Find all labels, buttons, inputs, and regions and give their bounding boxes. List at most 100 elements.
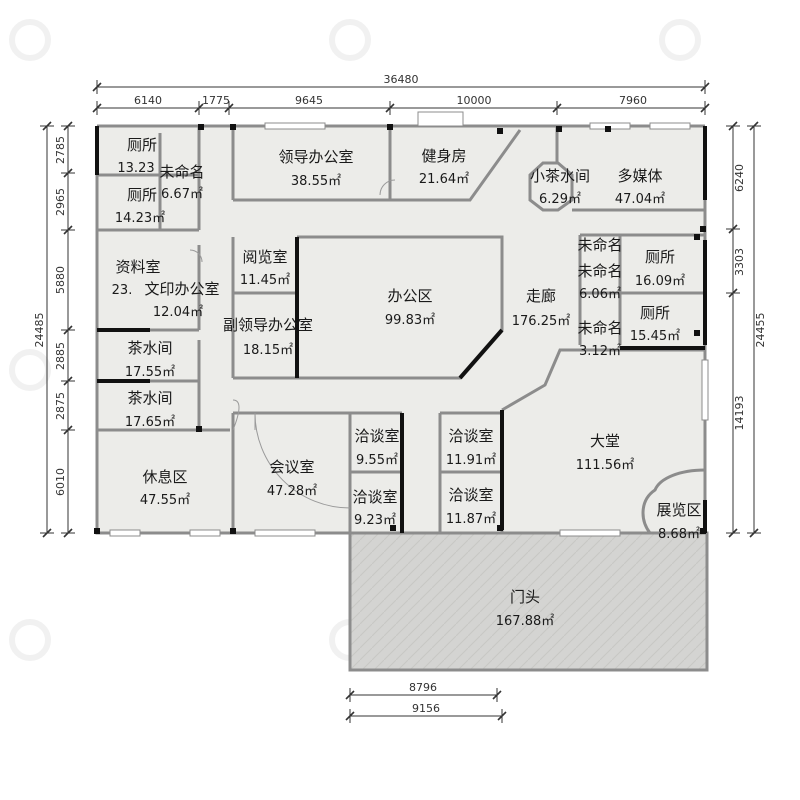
svg-text:多媒体: 多媒体 bbox=[617, 167, 662, 185]
dim-top-total: 36480 bbox=[384, 73, 419, 86]
svg-text:3.12㎡: 3.12㎡ bbox=[579, 344, 621, 359]
svg-text:洽谈室: 洽谈室 bbox=[352, 488, 397, 506]
dim-bottom-seg: 9156 bbox=[412, 702, 440, 715]
svg-text:洽谈室: 洽谈室 bbox=[448, 486, 493, 504]
room-print-office: 文印办公室 12.04㎡ bbox=[144, 280, 219, 320]
doors bbox=[189, 179, 396, 509]
room-negotiation-4: 洽谈室 11.87㎡ bbox=[446, 486, 496, 527]
svg-text:未命名: 未命名 bbox=[577, 262, 622, 280]
room-vice-leader-office: 副领导办公室 18.15㎡ bbox=[223, 316, 313, 358]
svg-text:18.15㎡: 18.15㎡ bbox=[243, 343, 293, 358]
dim-left-total: 24485 bbox=[33, 313, 46, 348]
room-reading: 阅览室 11.45㎡ bbox=[240, 248, 290, 288]
svg-text:走廊: 走廊 bbox=[526, 287, 556, 305]
svg-text:38.55㎡: 38.55㎡ bbox=[291, 174, 341, 189]
svg-text:13.23: 13.23 bbox=[117, 161, 154, 176]
svg-text:99.83㎡: 99.83㎡ bbox=[385, 313, 435, 328]
dim-right-total: 24455 bbox=[754, 313, 767, 348]
dimension-lines bbox=[40, 80, 761, 723]
svg-text:厕所: 厕所 bbox=[645, 248, 675, 266]
svg-text:9.23㎡: 9.23㎡ bbox=[354, 513, 396, 528]
room-office-area: 办公区 99.83㎡ bbox=[385, 287, 435, 328]
room-negotiation-3: 洽谈室 9.23㎡ bbox=[352, 488, 397, 528]
svg-text:11.87㎡: 11.87㎡ bbox=[446, 512, 496, 527]
svg-text:办公区: 办公区 bbox=[387, 287, 432, 305]
svg-text:门头: 门头 bbox=[510, 588, 540, 606]
dimension-texts: 36480 6140 1775 9645 10000 7960 24485 27… bbox=[33, 73, 767, 715]
svg-text:47.55㎡: 47.55㎡ bbox=[140, 493, 190, 508]
room-tea-1: 茶水间 17.55㎡ bbox=[125, 339, 175, 380]
svg-text:洽谈室: 洽谈室 bbox=[354, 427, 399, 445]
room-toilet-2: 厕所 14.23㎡ bbox=[115, 186, 165, 226]
svg-text:茶水间: 茶水间 bbox=[127, 339, 172, 357]
svg-text:文印办公室: 文印办公室 bbox=[144, 280, 219, 298]
svg-text:休息区: 休息区 bbox=[142, 468, 187, 486]
svg-text:厕所: 厕所 bbox=[640, 304, 670, 322]
svg-text:12.04㎡: 12.04㎡ bbox=[153, 305, 203, 320]
svg-text:15.45㎡: 15.45㎡ bbox=[630, 329, 680, 344]
room-toilet-4: 厕所 15.45㎡ bbox=[630, 304, 680, 344]
svg-text:未命名: 未命名 bbox=[577, 236, 622, 254]
dim-bottom-seg: 8796 bbox=[409, 681, 437, 694]
svg-text:14.23㎡: 14.23㎡ bbox=[115, 211, 165, 226]
dim-left-seg: 2785 bbox=[54, 136, 67, 164]
svg-text:17.65㎡: 17.65㎡ bbox=[125, 415, 175, 430]
svg-text:47.04㎡: 47.04㎡ bbox=[615, 192, 665, 207]
svg-text:6.06㎡: 6.06㎡ bbox=[579, 287, 621, 302]
svg-text:小茶水间: 小茶水间 bbox=[530, 167, 590, 185]
dim-left-seg: 2875 bbox=[54, 392, 67, 420]
windows bbox=[109, 111, 709, 537]
room-unnamed-2: 未命名 bbox=[577, 236, 622, 254]
svg-text:阅览室: 阅览室 bbox=[242, 248, 287, 266]
room-toilet-1: 厕所 13.23 bbox=[117, 136, 157, 176]
svg-text:176.25㎡: 176.25㎡ bbox=[512, 314, 571, 329]
svg-text:111.56㎡: 111.56㎡ bbox=[576, 458, 635, 473]
dim-left-seg: 2885 bbox=[54, 342, 67, 370]
svg-text:9.55㎡: 9.55㎡ bbox=[356, 453, 398, 468]
room-unnamed-4: 未命名 3.12㎡ bbox=[577, 319, 622, 359]
room-unnamed-3: 未命名 6.06㎡ bbox=[577, 262, 622, 302]
svg-text:17.55㎡: 17.55㎡ bbox=[125, 365, 175, 380]
svg-text:厕所: 厕所 bbox=[127, 136, 157, 154]
room-tea-2: 茶水间 17.65㎡ bbox=[125, 389, 175, 430]
svg-text:副领导办公室: 副领导办公室 bbox=[223, 316, 313, 334]
svg-text:健身房: 健身房 bbox=[421, 147, 466, 165]
room-corridor: 走廊 176.25㎡ bbox=[512, 287, 571, 329]
svg-text:未命名: 未命名 bbox=[577, 319, 622, 337]
svg-text:资料室: 资料室 bbox=[115, 258, 160, 276]
dim-top-seg: 6140 bbox=[134, 94, 162, 107]
svg-text:6.67㎡: 6.67㎡ bbox=[161, 187, 203, 202]
svg-text:11.45㎡: 11.45㎡ bbox=[240, 273, 290, 288]
svg-text:茶水间: 茶水间 bbox=[127, 389, 172, 407]
svg-text:6.29㎡: 6.29㎡ bbox=[539, 192, 581, 207]
svg-text:8.68㎡: 8.68㎡ bbox=[658, 527, 700, 542]
svg-text:厕所: 厕所 bbox=[127, 186, 157, 204]
room-negotiation-1: 洽谈室 9.55㎡ bbox=[354, 427, 399, 468]
room-toilet-3: 厕所 16.09㎡ bbox=[635, 248, 685, 289]
dim-right-seg: 3303 bbox=[733, 248, 746, 276]
dim-left-seg: 6010 bbox=[54, 468, 67, 496]
svg-text:16.09㎡: 16.09㎡ bbox=[635, 274, 685, 289]
svg-text:167.88㎡: 167.88㎡ bbox=[496, 614, 555, 629]
dim-top-seg: 10000 bbox=[457, 94, 492, 107]
dim-top-seg: 7960 bbox=[619, 94, 647, 107]
svg-text:47.28㎡: 47.28㎡ bbox=[267, 484, 317, 499]
svg-text:展览区: 展览区 bbox=[656, 501, 701, 519]
columns bbox=[94, 124, 706, 534]
svg-text:会议室: 会议室 bbox=[269, 458, 314, 476]
room-rest-area: 休息区 47.55㎡ bbox=[140, 468, 190, 508]
room-archive: 资料室 23. bbox=[112, 258, 161, 298]
room-entrance: 门头 167.88㎡ bbox=[496, 588, 555, 629]
dim-right-seg: 6240 bbox=[733, 164, 746, 192]
dim-top-seg: 1775 bbox=[202, 94, 230, 107]
dim-left-seg: 2965 bbox=[54, 188, 67, 216]
room-multimedia: 多媒体 47.04㎡ bbox=[615, 167, 665, 207]
svg-text:23.: 23. bbox=[112, 283, 133, 298]
svg-text:大堂: 大堂 bbox=[590, 432, 620, 450]
svg-text:未命名: 未命名 bbox=[159, 163, 204, 181]
room-lobby: 大堂 111.56㎡ bbox=[576, 432, 635, 473]
dim-right-seg: 14193 bbox=[733, 396, 746, 431]
